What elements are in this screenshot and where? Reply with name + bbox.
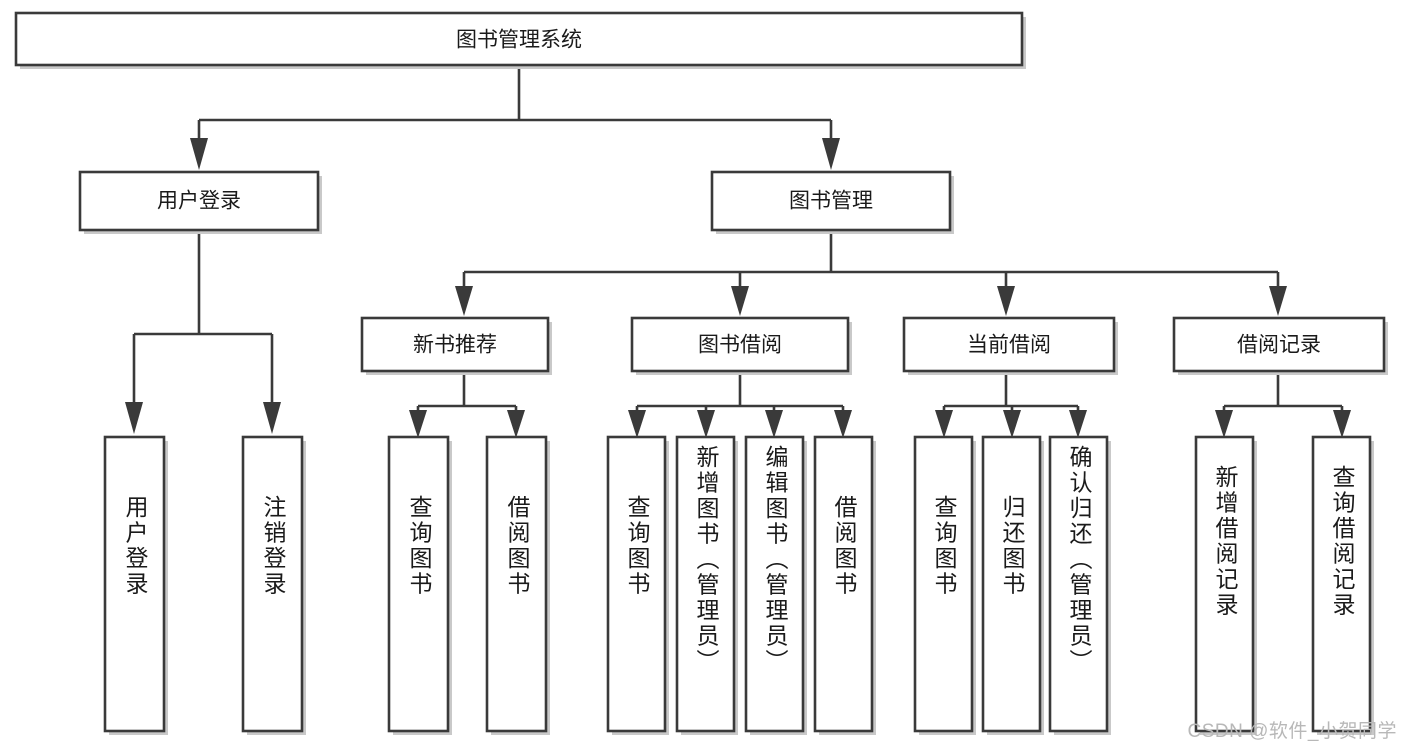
- arrow-bookborrow-leaf-3: [765, 410, 783, 438]
- node-book-manage-label: 图书管理: [789, 190, 873, 213]
- arrow-bm-to-current-borrow: [997, 286, 1015, 316]
- leaf-bookborrow-4-box[interactable]: [813, 435, 874, 733]
- leaf-user-login-1-box[interactable]: [103, 435, 166, 733]
- arrow-user-login-leaf-2: [263, 402, 281, 434]
- leaf-user-login-2-box[interactable]: [241, 435, 304, 733]
- arrow-bookborrow-leaf-4: [834, 410, 852, 438]
- leaf-currentborrow-3-box[interactable]: [1048, 435, 1109, 733]
- leaf-bookborrow-1-box[interactable]: [606, 435, 667, 733]
- arrow-bm-to-new-book: [455, 286, 473, 316]
- node-book-manage[interactable]: 图书管理: [710, 170, 954, 234]
- arrow-borrowrecord-leaf-2: [1333, 410, 1351, 438]
- arrow-root-to-book-manage: [822, 138, 840, 170]
- arrow-bm-to-book-borrow: [731, 286, 749, 316]
- node-book-borrow[interactable]: 图书借阅: [630, 316, 852, 375]
- leaf-borrowrecord-1-box[interactable]: [1194, 435, 1255, 733]
- arrow-newbook-leaf-1: [409, 410, 427, 438]
- arrow-currentborrow-leaf-3: [1069, 410, 1087, 438]
- arrow-user-login-leaf-1: [125, 402, 143, 434]
- arrow-currentborrow-leaf-1: [935, 410, 953, 438]
- leaf-box-layer: [103, 435, 1374, 735]
- node-new-book-recommend-label: 新书推荐: [413, 334, 497, 357]
- arrow-bookborrow-leaf-2: [697, 410, 715, 438]
- arrow-newbook-leaf-2: [507, 410, 525, 438]
- leaf-newbook-1-box[interactable]: [387, 435, 450, 733]
- leaf-bookborrow-2-box[interactable]: [675, 435, 736, 733]
- node-new-book-recommend[interactable]: 新书推荐: [360, 316, 552, 375]
- leaf-bookborrow-3-box[interactable]: [744, 435, 805, 733]
- arrow-bookborrow-leaf-1: [628, 410, 646, 438]
- arrow-root-to-user-login: [190, 138, 208, 170]
- leaf-currentborrow-2-box[interactable]: [981, 435, 1042, 733]
- arrow-bm-to-borrow-record: [1269, 286, 1287, 316]
- arrow-currentborrow-leaf-2: [1003, 410, 1021, 438]
- node-book-manage-box: [710, 170, 952, 232]
- node-borrow-record-label: 借阅记录: [1237, 334, 1321, 357]
- node-new-book-recommend-box: [360, 316, 550, 373]
- node-user-login[interactable]: 用户登录: [78, 170, 322, 234]
- node-root[interactable]: 图书管理系统: [14, 11, 1026, 69]
- node-root-box: [14, 11, 1024, 67]
- node-book-borrow-box: [630, 316, 850, 373]
- node-book-borrow-label: 图书借阅: [698, 334, 782, 357]
- node-borrow-record[interactable]: 借阅记录: [1172, 316, 1388, 375]
- node-current-borrow[interactable]: 当前借阅: [902, 316, 1118, 375]
- node-root-label: 图书管理系统: [456, 29, 582, 52]
- node-borrow-record-box: [1172, 316, 1386, 373]
- leaf-currentborrow-1-box[interactable]: [913, 435, 974, 733]
- arrow-borrowrecord-leaf-1: [1215, 410, 1233, 438]
- leaf-newbook-2-box[interactable]: [485, 435, 548, 733]
- leaf-borrowrecord-2-box[interactable]: [1311, 435, 1372, 733]
- node-user-login-label: 用户登录: [157, 190, 241, 213]
- node-current-borrow-label: 当前借阅: [967, 334, 1051, 357]
- node-user-login-box: [78, 170, 320, 232]
- node-current-borrow-box: [902, 316, 1116, 373]
- connector-layer: [125, 66, 1351, 438]
